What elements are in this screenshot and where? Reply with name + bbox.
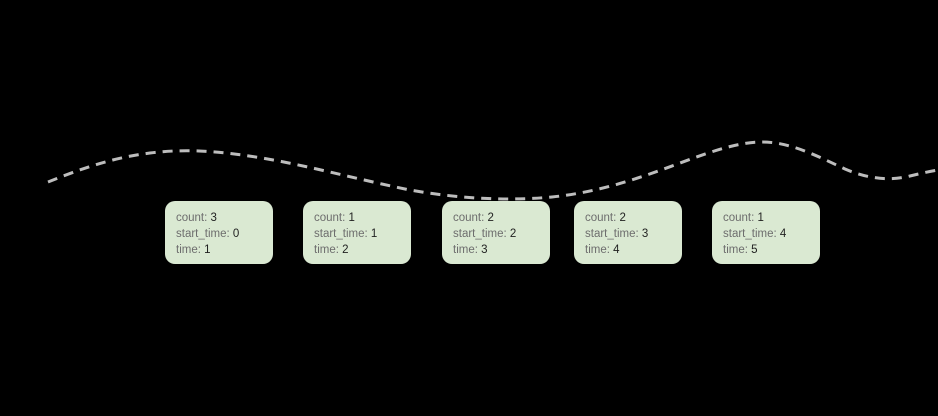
window-field-row: start_time: 1 <box>314 226 411 242</box>
window-field-label: start_time: <box>585 228 639 240</box>
window-field-row: time: 1 <box>176 242 273 258</box>
window-field-label: time: <box>314 244 339 256</box>
window-field-value: 0 <box>232 228 240 240</box>
window-field-row: time: 3 <box>453 242 550 258</box>
window-field-value: 3 <box>641 228 649 240</box>
window-field-row: count: 3 <box>176 210 273 226</box>
window-field-value: 3 <box>210 212 217 224</box>
window-field-label: count: <box>453 212 485 224</box>
window-field-row: count: 2 <box>453 210 550 226</box>
window-field-value: 4 <box>613 244 620 256</box>
window-field-row: count: 1 <box>314 210 411 226</box>
window-field-label: count: <box>585 212 617 224</box>
window-field-value: 1 <box>204 244 211 256</box>
window-field-row: start_time: 3 <box>585 226 682 242</box>
window-field-row: start_time: 0 <box>176 226 273 242</box>
window-field-label: start_time: <box>723 228 777 240</box>
window-field-row: time: 5 <box>723 242 820 258</box>
window-field-value: 2 <box>509 228 517 240</box>
window-field-label: start_time: <box>176 228 230 240</box>
window-field-row: time: 2 <box>314 242 411 258</box>
window-field-value: 2 <box>487 212 494 224</box>
window-field-value: 5 <box>751 244 758 256</box>
event-rate-trend-line <box>47 140 938 201</box>
window-field-value: 4 <box>779 228 787 240</box>
window-field-label: count: <box>314 212 346 224</box>
window-field-label: count: <box>176 212 208 224</box>
window-field-row: start_time: 4 <box>723 226 820 242</box>
window-field-label: time: <box>723 244 748 256</box>
window-field-row: count: 2 <box>585 210 682 226</box>
window-field-value: 3 <box>481 244 488 256</box>
window-field-value: 1 <box>370 228 378 240</box>
window-field-value: 2 <box>619 212 626 224</box>
window-field-value: 1 <box>348 212 355 224</box>
window-field-label: time: <box>176 244 201 256</box>
window-field-label: time: <box>585 244 610 256</box>
window-field-row: start_time: 2 <box>453 226 550 242</box>
window-field-value: 2 <box>342 244 349 256</box>
window-field-row: count: 1 <box>723 210 820 226</box>
window-field-value: 1 <box>757 212 764 224</box>
window-field-label: start_time: <box>314 228 368 240</box>
window-field-row: time: 4 <box>585 242 682 258</box>
window-field-label: start_time: <box>453 228 507 240</box>
window-field-label: count: <box>723 212 755 224</box>
window-field-label: time: <box>453 244 478 256</box>
